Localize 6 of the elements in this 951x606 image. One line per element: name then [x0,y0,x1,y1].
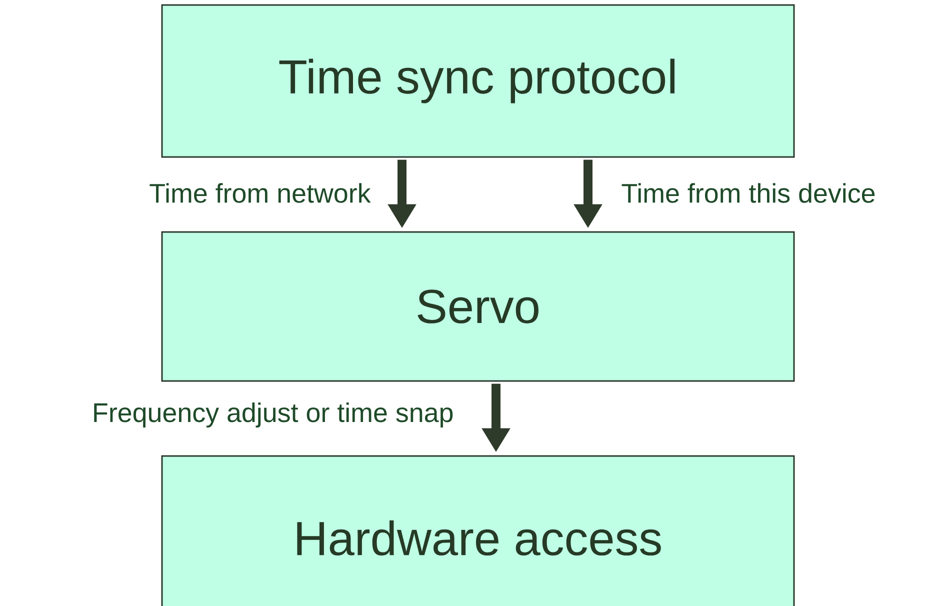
process-box: Time sync protocol [161,4,795,158]
edge-label: Frequency adjust or time snap [94,402,453,428]
edge-label: Time from network [150,183,371,203]
process-box: Servo [161,231,795,382]
process-box: Hardware access [161,455,795,606]
edge-label: Time from this device [622,183,875,203]
